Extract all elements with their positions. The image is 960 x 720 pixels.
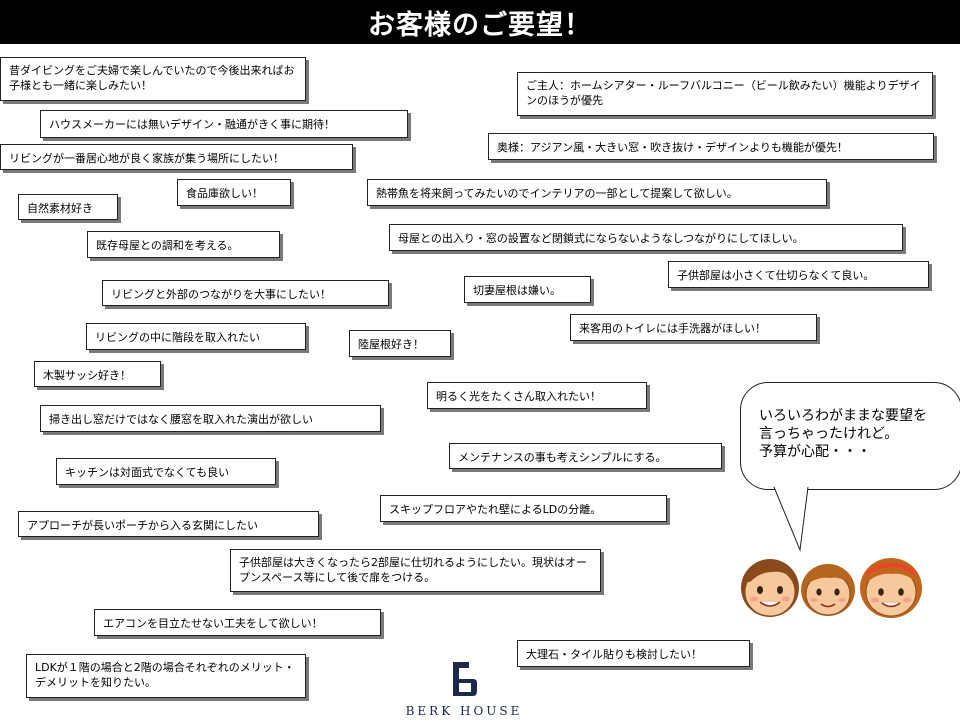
- wish-text: 熱帯魚を将来飼ってみたいのでインテリアの一部として提案して欲しい。: [376, 187, 738, 200]
- wish-text: LDKが１階の場合と2階の場合それぞれのメリット・デメリットを知りたい。: [35, 661, 295, 689]
- wish-box-skip-floor: スキップフロアやたれ壁によるLDの分離。: [380, 495, 667, 522]
- wish-box-main-house-access: 母屋との出入り・窓の設置など閉鎖式にならないようなしつながりにしてほしい。: [389, 224, 903, 251]
- wish-box-design-flex: ハウスメーカーには無いデザイン・融通がきく事に期待！: [40, 110, 408, 138]
- wish-text: ご主人：ホームシアター・ルーフバルコニー（ビール飲みたい）機能よりデザインのほう…: [526, 79, 921, 107]
- wish-text: 掃き出し窓だけではなく腰窓を取入れた演出が欲しい: [49, 413, 313, 426]
- wish-box-kitchen: キッチンは対面式でなくても良い: [56, 458, 276, 485]
- wish-box-gable-roof: 切妻屋根は嫌い。: [464, 276, 591, 303]
- wish-box-outdoor-connection: リビングと外部のつながりを大事にしたい！: [102, 280, 389, 306]
- wish-text: リビングと外部のつながりを大事にしたい！: [111, 288, 331, 301]
- wish-text: 陸屋根好き！: [358, 338, 424, 351]
- berk-house-logo-icon: [453, 662, 477, 696]
- wish-box-guest-toilet: 来客用のトイレには手洗器がほしい！: [570, 314, 817, 341]
- speech-line-2: 言っちゃったけれど。: [759, 426, 899, 442]
- wish-text: 子供部屋は小さくて仕切らなくて良い。: [677, 269, 875, 282]
- wish-box-maintenance: メンテナンスの事も考えシンプルにする。: [449, 443, 722, 469]
- wish-text: 奥様：アジアン風・大きい窓・吹き抜け・デザインよりも機能が優先！: [497, 141, 848, 154]
- wish-box-kids-room-divide: 子供部屋は大きくなったら2部屋に仕切れるようにしたい。現状はオープンスペース等に…: [230, 549, 601, 592]
- wish-box-husband: ご主人：ホームシアター・ルーフバルコニー（ビール飲みたい）機能よりデザインのほう…: [517, 72, 933, 116]
- father-face-icon: [741, 559, 799, 617]
- wish-box-bright-light: 明るく光をたくさん取入れたい！: [427, 382, 647, 409]
- berk-house-logo-text: BERK HOUSE: [405, 704, 523, 718]
- wish-text: スキップフロアやたれ壁によるLDの分離。: [389, 503, 602, 516]
- wish-box-wife: 奥様：アジアン風・大きい窓・吹き抜け・デザインよりも機能が優先！: [488, 133, 934, 160]
- mother-face-icon: [860, 558, 922, 618]
- child-face-icon: [801, 564, 855, 616]
- speech-bubble: いろいろわがままな要望を 言っちゃったけれど。 予算が心配・・・: [740, 382, 960, 490]
- wish-text: 食品庫欲しい！: [186, 187, 263, 200]
- title-bar: お客様のご要望！: [0, 0, 960, 44]
- wish-text: 子供部屋は大きくなったら2部屋に仕切れるようにしたい。現状はオープンスペース等に…: [239, 556, 587, 584]
- wish-text: 自然素材好き: [27, 202, 93, 215]
- wish-box-wood-sash: 木製サッシ好き！: [34, 361, 161, 387]
- wish-box-diving: 昔ダイビングをご夫婦で楽しんでいたので今後出来ればお子様とも一緒に楽しみたい！: [0, 57, 306, 101]
- wish-box-aircon: エアコンを目立たせない工夫をして欲しい！: [94, 609, 381, 636]
- wish-text: 明るく光をたくさん取入れたい！: [436, 390, 601, 403]
- wish-text: 大理石・タイル貼りも検討したい！: [526, 648, 702, 661]
- wish-text: 昔ダイビングをご夫婦で楽しんでいたので今後出来ればお子様とも一緒に楽しみたい！: [9, 64, 295, 92]
- wish-text: メンテナンスの事も考えシンプルにする。: [458, 451, 667, 464]
- wish-text: ハウスメーカーには無いデザイン・融通がきく事に期待！: [49, 118, 335, 131]
- wish-box-approach: アプローチが長いポーチから入る玄関にしたい: [18, 511, 319, 537]
- wish-text: エアコンを目立たせない工夫をして欲しい！: [103, 617, 323, 630]
- speech-bubble-tail: [773, 486, 809, 552]
- family-faces-illustration: [741, 558, 922, 618]
- wish-box-harmony: 既存母屋との調和を考える。: [87, 231, 280, 258]
- wish-text: キッチンは対面式でなくても良い: [65, 466, 230, 479]
- wish-text: リビングが一番居心地が良く家族が集う場所にしたい！: [9, 152, 284, 165]
- wish-box-waist-window: 掃き出し窓だけではなく腰窓を取入れた演出が欲しい: [40, 405, 381, 432]
- wish-box-stairs: リビングの中に階段を取入れたい: [86, 323, 306, 350]
- wish-box-flat-roof: 陸屋根好き！: [349, 330, 451, 357]
- wish-text: 既存母屋との調和を考える。: [96, 239, 239, 252]
- wish-text: 母屋との出入り・窓の設置など閉鎖式にならないようなしつながりにしてほしい。: [398, 232, 804, 245]
- wish-text: アプローチが長いポーチから入る玄関にしたい: [27, 519, 258, 532]
- berk-house-logo: BERK HOUSE: [404, 660, 524, 718]
- speech-line-1: いろいろわがままな要望を: [759, 408, 927, 424]
- wish-text: リビングの中に階段を取入れたい: [95, 331, 260, 344]
- page-title: お客様のご要望！: [368, 9, 592, 41]
- wish-box-living-comfort: リビングが一番居心地が良く家族が集う場所にしたい！: [0, 144, 353, 170]
- wish-text: 切妻屋根は嫌い。: [473, 284, 561, 297]
- wish-text: 木製サッシ好き！: [43, 369, 131, 382]
- wish-box-ldk-floor: LDKが１階の場合と2階の場合それぞれのメリット・デメリットを知りたい。: [26, 654, 306, 698]
- speech-line-3: 予算が心配・・・: [759, 444, 871, 460]
- wish-box-marble-tile: 大理石・タイル貼りも検討したい！: [517, 640, 750, 667]
- wish-box-pantry: 食品庫欲しい！: [177, 179, 291, 206]
- wish-box-natural-materials: 自然素材好き: [18, 194, 118, 220]
- wish-box-kids-room-small: 子供部屋は小さくて仕切らなくて良い。: [668, 261, 929, 288]
- wish-box-tropical-fish: 熱帯魚を将来飼ってみたいのでインテリアの一部として提案して欲しい。: [367, 179, 827, 206]
- wish-text: 来客用のトイレには手洗器がほしい！: [579, 322, 766, 335]
